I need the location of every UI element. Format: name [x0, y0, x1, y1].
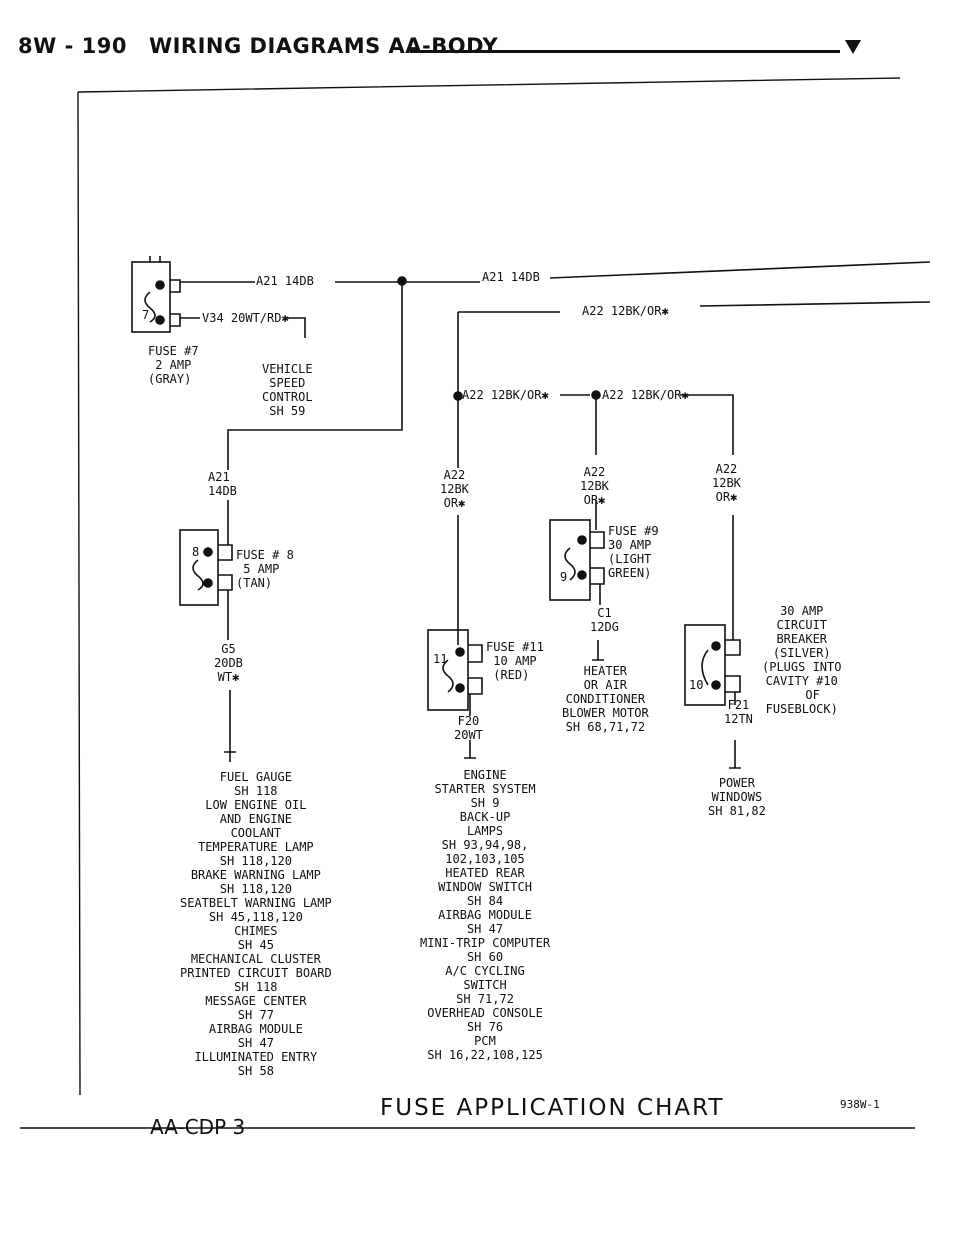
- fuse9-loads: HEATER OR AIR CONDITIONER BLOWER MOTOR S…: [562, 664, 649, 734]
- wire-label-a22-top: A22 12BK/OR✱: [582, 304, 669, 318]
- page-reference: 938W-1: [840, 1098, 880, 1111]
- page-number: 8W - 190: [18, 34, 127, 58]
- fuse9-cavity: 9: [560, 570, 568, 584]
- breaker-symbol: [684, 624, 741, 706]
- fuse9-symbol: [549, 519, 605, 601]
- fuse11-symbol: [427, 629, 483, 711]
- fuse11-loads: ENGINE STARTER SYSTEM SH 9 BACK-UP LAMPS…: [420, 768, 551, 1062]
- wire-label-a22-drop-1: A22 12BK OR✱: [440, 468, 469, 510]
- fuse7-cavity: 7: [142, 308, 150, 322]
- frame-border: [20, 77, 915, 1129]
- wire-a22-drops: [457, 395, 734, 468]
- page-title: WIRING DIAGRAMS AA-BODY: [148, 34, 499, 58]
- wire-label-a22-mid-right: A22 12BK/OR✱: [602, 388, 689, 402]
- wire-fuse8: [227, 500, 231, 752]
- fuse8-loads: FUEL GAUGE SH 118 LOW ENGINE OIL AND ENG…: [180, 770, 332, 1078]
- wire-label-a21-right: A21 14DB: [482, 270, 540, 284]
- wire-label-f21: F21 12TN: [724, 698, 753, 726]
- breaker-loads: POWER WINDOWS SH 81,82: [708, 776, 766, 818]
- wire-label-a21-down: A21 14DB: [208, 470, 237, 498]
- wire-label-g5: G5 20DB WT✱: [214, 642, 243, 684]
- wire-a21-top: [180, 261, 931, 283]
- wire-label-v34: V34 20WT/RD✱: [202, 311, 289, 325]
- wire-label-a22-drop-2: A22 12BK OR✱: [580, 465, 609, 507]
- fuse8-label: FUSE # 8 5 AMP (TAN): [236, 548, 294, 590]
- fuse7-label: FUSE #7 2 AMP (GRAY): [148, 344, 199, 386]
- wire-label-f20: F20 20WT: [454, 714, 483, 742]
- fuse9-label: FUSE #9 30 AMP (LIGHT GREEN): [608, 524, 659, 580]
- vehicle-speed-control-label: VEHICLE SPEED CONTROL SH 59: [262, 362, 313, 418]
- fuse11-cavity: 11: [433, 652, 448, 666]
- wire-breaker: [729, 515, 741, 769]
- breaker-cavity: 10: [689, 678, 704, 692]
- wire-label-a22-mid-left: A22 12BK/OR✱: [462, 388, 549, 402]
- header-rule: [410, 50, 840, 53]
- fuse8-symbol: [179, 529, 233, 606]
- wire-a21-drop: [227, 281, 403, 470]
- wire-fuse11: [457, 515, 476, 759]
- wire-label-a22-drop-3: A22 12BK OR✱: [712, 462, 741, 504]
- sheet-code: AA-CDP 3: [150, 1115, 246, 1139]
- wire-label-c1: C1 12DG: [590, 606, 619, 634]
- fuse7-symbol: [131, 256, 181, 333]
- fuse8-cavity: 8: [192, 545, 200, 559]
- wire-a22-mid: [560, 394, 734, 405]
- page-header: 8W - 190 WIRING DIAGRAMS AA-BODY: [18, 34, 498, 58]
- wire-v34: [180, 317, 306, 338]
- chart-title: FUSE APPLICATION CHART: [380, 1095, 725, 1121]
- header-marker-icon: [845, 40, 861, 54]
- ground-fuse8: [224, 751, 236, 762]
- wire-fuse9: [592, 500, 604, 661]
- fuse11-label: FUSE #11 10 AMP (RED): [486, 640, 544, 682]
- wire-a22-top: [457, 301, 931, 395]
- breaker-label: 30 AMP CIRCUIT BREAKER (SILVER) (PLUGS I…: [762, 604, 842, 716]
- wire-label-a21-left: A21 14DB: [256, 274, 314, 288]
